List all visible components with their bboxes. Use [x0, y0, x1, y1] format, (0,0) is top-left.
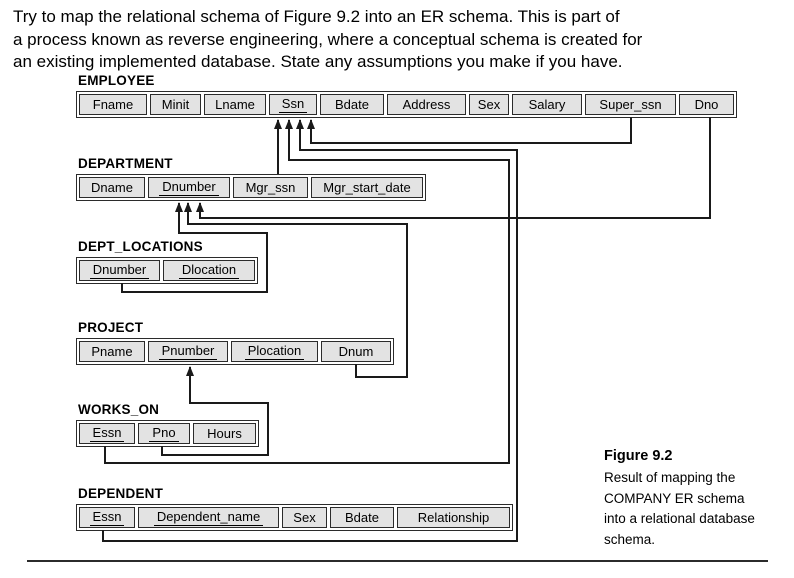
column-cell-employee-ssn: Ssn — [269, 94, 317, 115]
column-cell-dept_locations-dlocation: Dlocation — [163, 260, 255, 281]
column-cell-employee-minit: Minit — [150, 94, 201, 115]
attribute-label: Minit — [161, 97, 190, 112]
fk-connector-dno_to_dnumber — [196, 117, 711, 219]
attribute-label: Fname — [92, 97, 134, 112]
table-name-employee: EMPLOYEE — [78, 73, 155, 88]
attribute-label: Salary — [528, 97, 566, 112]
attribute-label: Super_ssn — [599, 97, 662, 112]
column-cell-employee-dno: Dno — [679, 94, 734, 115]
attribute-label: Mgr_ssn — [245, 180, 296, 195]
figure-caption-line: Result of mapping the — [604, 470, 736, 485]
key-attribute-label: Essn — [89, 509, 125, 526]
key-attribute-label: Pnumber — [158, 343, 218, 360]
column-cell-dependent-dependent_name: Dependent_name — [138, 507, 279, 528]
fk-connector-works_on_essn_to_ssn — [104, 119, 510, 464]
attribute-label: Bdate — [345, 510, 379, 525]
column-cell-dependent-bdate: Bdate — [330, 507, 394, 528]
column-cell-department-mgr_ssn: Mgr_ssn — [233, 177, 308, 198]
column-cell-department-dname: Dname — [79, 177, 145, 198]
column-cell-works_on-essn: Essn — [79, 423, 135, 444]
table-name-dependent: DEPENDENT — [78, 486, 164, 501]
figure-caption-title: Figure 9.2 — [604, 448, 673, 464]
attribute-label: Address — [402, 97, 451, 112]
figure-caption-line: schema. — [604, 531, 656, 547]
table-works_on: Essn Pno Hours — [76, 420, 259, 447]
column-cell-works_on-hours: Hours — [193, 423, 256, 444]
attribute-label: Sex — [293, 510, 316, 525]
attribute-label: Relationship — [417, 510, 490, 525]
table-name-dept_locations: DEPT_LOCATIONS — [78, 239, 203, 254]
column-cell-dept_locations-dnumber: Dnumber — [79, 260, 160, 281]
exercise-text-line: Try to map the relational schema of Figu… — [13, 7, 620, 26]
key-attribute-label: Dlocation — [178, 262, 240, 279]
column-cell-employee-lname: Lname — [204, 94, 266, 115]
column-cell-dependent-relationship: Relationship — [397, 507, 510, 528]
key-attribute-label: Ssn — [278, 96, 308, 113]
figure-caption-line: COMPANY ER schema — [604, 490, 745, 506]
attribute-label: Bdate — [335, 97, 369, 112]
attribute-label: Dno — [694, 97, 719, 112]
key-attribute-label: Dependent_name — [153, 509, 264, 526]
key-attribute-label: Essn — [89, 425, 125, 442]
column-cell-project-pname: Pname — [79, 341, 145, 362]
bottom-divider — [27, 560, 768, 562]
column-cell-dependent-sex: Sex — [282, 507, 327, 528]
key-attribute-label: Dnumber — [89, 262, 150, 279]
exercise-text: Try to map the relational schema of Figu… — [13, 6, 642, 74]
figure-caption-line: into a relational database — [604, 511, 755, 526]
attribute-label: Dnum — [338, 344, 374, 359]
column-cell-project-dnum: Dnum — [321, 341, 391, 362]
fk-connector-super_ssn_to_ssn — [307, 117, 632, 144]
table-name-department: DEPARTMENT — [78, 156, 173, 171]
column-cell-employee-sex: Sex — [469, 94, 509, 115]
table-dependent: Essn Dependent_name Sex Bdate Relationship — [76, 504, 513, 531]
column-cell-works_on-pno: Pno — [138, 423, 190, 444]
table-employee: Fname Minit Lname Ssn Bdate Address Sex Salary S… — [76, 91, 737, 118]
column-cell-employee-super_ssn: Super_ssn — [585, 94, 676, 115]
table-project: Pname Pnumber Plocation Dnum — [76, 338, 394, 365]
key-attribute-label: Pno — [149, 425, 179, 442]
exercise-text-line: an existing implemented database. State … — [13, 52, 623, 71]
key-attribute-label: Dnumber — [159, 179, 219, 196]
column-cell-employee-salary: Salary — [512, 94, 582, 115]
key-attribute-label: Plocation — [244, 343, 305, 360]
table-dept_locations: Dnumber Dlocation — [76, 257, 258, 284]
figure-caption: Figure 9.2 Result of mapping the COMPANY… — [604, 448, 779, 550]
column-cell-employee-fname: Fname — [79, 94, 147, 115]
table-name-works_on: WORKS_ON — [78, 402, 160, 417]
column-cell-department-dnumber: Dnumber — [148, 177, 230, 198]
column-cell-project-plocation: Plocation — [231, 341, 318, 362]
column-cell-employee-address: Address — [387, 94, 466, 115]
exercise-text-line: a process known as reverse engineering, … — [13, 29, 643, 49]
column-cell-employee-bdate: Bdate — [320, 94, 384, 115]
column-cell-dependent-essn: Essn — [79, 507, 135, 528]
attribute-label: Mgr_start_date — [323, 180, 411, 195]
column-cell-department-mgr_start_date: Mgr_start_date — [311, 177, 423, 198]
attribute-label: Pname — [91, 344, 133, 359]
attribute-label: Dname — [91, 180, 133, 195]
attribute-label: Sex — [477, 97, 501, 112]
attribute-label: Hours — [207, 426, 242, 441]
table-department: Dname Dnumber Mgr_ssn Mgr_start_date — [76, 174, 426, 201]
column-cell-project-pnumber: Pnumber — [148, 341, 228, 362]
table-name-project: PROJECT — [78, 320, 144, 335]
attribute-label: Lname — [215, 97, 255, 112]
